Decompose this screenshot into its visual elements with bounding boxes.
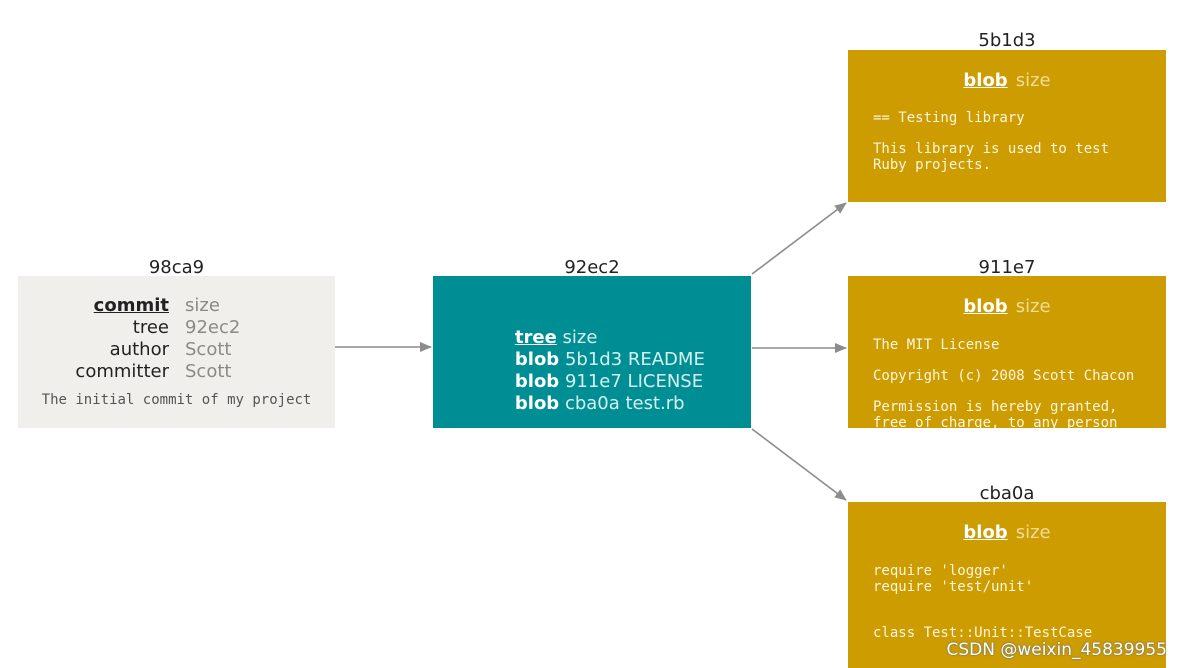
tree-value: 92ec2 — [185, 317, 241, 338]
blob-line: The MIT License — [873, 337, 1000, 353]
tree-row-key: blob — [514, 393, 560, 414]
tree-row: blob 5b1d3 README — [492, 327, 705, 393]
blob-line: require 'logger' — [873, 563, 1008, 579]
blob-line: Copyright (c) 2008 Scott Chacon — [873, 368, 1135, 384]
blob-key: blob — [963, 296, 1008, 317]
blob-object-readme: blob size == Testing library This library… — [848, 50, 1166, 202]
committer-key: committer — [75, 361, 169, 382]
tree-row-value: 5b1d3 README — [564, 349, 705, 370]
blob-line: Ruby projects. — [873, 157, 992, 173]
tree-row-key: tree — [514, 327, 557, 348]
commit-value: size — [185, 295, 220, 316]
blob-line: == Testing library — [873, 110, 1025, 126]
tree-row-value: cba0a test.rb — [564, 393, 685, 414]
blob-header: blob size — [848, 70, 1166, 91]
blob-key: blob — [963, 70, 1008, 91]
tree-hash: 92ec2 — [564, 257, 620, 278]
blob-header: blob size — [848, 296, 1166, 317]
arrow-tree-to-blob-readme — [751, 202, 847, 275]
commit-message: The initial commit of my project — [41, 392, 312, 408]
blob-value: size — [1015, 70, 1051, 91]
tree-key: tree — [132, 317, 169, 338]
author-value: Scott — [185, 339, 232, 360]
tree-row: blob 911e7 LICENSE — [492, 349, 703, 415]
blob-hash-test: cba0a — [979, 483, 1035, 504]
blob-value: size — [1015, 296, 1051, 317]
blob-object-license: blob size The MIT License Copyright (c) 2… — [848, 276, 1166, 428]
blob-line: class Test::Unit::TestCase — [873, 625, 1093, 641]
blob-object-test: blob size require 'logger' require 'test/… — [848, 502, 1166, 668]
tree-row-key: blob — [514, 349, 560, 370]
tree-object: tree size blob 5b1d3 README blob 911e7 L… — [433, 276, 751, 428]
blob-hash-readme: 5b1d3 — [978, 30, 1036, 51]
blob-line: require 'test/unit' — [873, 579, 1034, 595]
committer-value: Scott — [185, 361, 232, 382]
blob-header: blob size — [848, 522, 1166, 543]
blob-value: size — [1015, 522, 1051, 543]
tree-row: blob cba0a test.rb — [492, 371, 685, 428]
tree-row-value: size — [562, 327, 598, 348]
tree-row-key: blob — [514, 371, 560, 392]
commit-object: commit size tree 92ec2 author Scott comm… — [18, 276, 335, 428]
blob-key: blob — [963, 522, 1008, 543]
tree-row: tree size — [492, 305, 598, 371]
blob-line: Permission is hereby granted, — [873, 399, 1118, 415]
tree-row-value: 911e7 LICENSE — [564, 371, 704, 392]
commit-key: commit — [93, 295, 169, 316]
author-key: author — [109, 339, 169, 360]
watermark: CSDN @weixin_45839955 — [946, 640, 1167, 660]
blob-hash-license: 911e7 — [978, 257, 1036, 278]
blob-line: free of charge, to any person — [873, 415, 1118, 428]
blob-line: This library is used to test — [873, 141, 1110, 157]
commit-hash: 98ca9 — [148, 257, 205, 278]
arrow-tree-to-blob-test — [751, 428, 847, 501]
